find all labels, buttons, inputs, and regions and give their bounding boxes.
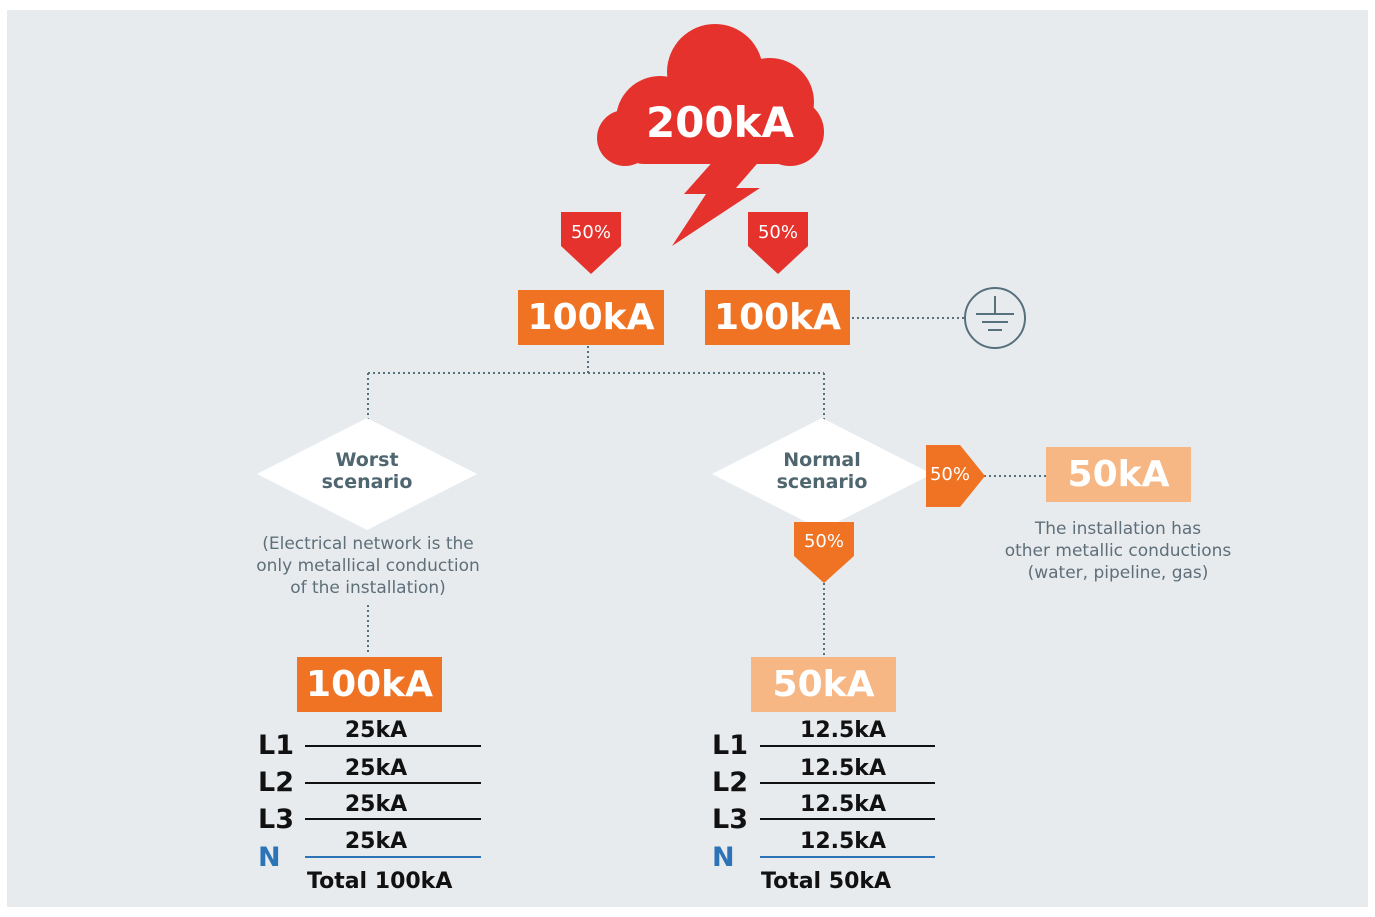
normal-phase-line (760, 818, 935, 820)
split-left-value: 100kA (518, 290, 664, 345)
normal-phase-label: L2 (712, 767, 748, 798)
normal-down-arrow (794, 522, 854, 583)
worst-title-line2: scenario (321, 471, 413, 493)
worst-scenario-note: (Electrical network is the only metallic… (218, 533, 518, 599)
worst-note-line2: only metallical conduction (256, 556, 480, 576)
normal-total-label: Total 50kA (761, 869, 892, 894)
worst-note-line1: (Electrical network is the (262, 534, 474, 554)
normal-side-value-box: 50kA (1046, 447, 1191, 502)
worst-phase-value: 25kA (344, 829, 408, 854)
normal-side-note: The installation has other metallic cond… (968, 518, 1268, 584)
normal-phase-value: 12.5kA (800, 792, 886, 817)
normal-scenario-title: Normal scenario (755, 449, 889, 493)
dotted-connectors (367, 317, 1046, 655)
normal-phase-value: 12.5kA (800, 718, 886, 743)
worst-scenario-diamond (257, 418, 477, 530)
normal-phase-line (760, 856, 935, 858)
normal-title-line1: Normal (783, 449, 861, 471)
worst-phase-value: 25kA (344, 756, 408, 781)
normal-total-box: 50kA (751, 657, 896, 712)
normal-title-line2: scenario (776, 471, 868, 493)
normal-phase-line (760, 782, 935, 784)
worst-title-line1: Worst (335, 449, 399, 471)
normal-phase-line (760, 745, 935, 747)
worst-total-label: Total 100kA (307, 869, 453, 894)
split-left-percent: 50% (570, 222, 611, 243)
worst-scenario-title: Worst scenario (300, 449, 434, 493)
split-arrow-left (561, 212, 621, 274)
normal-side-note-line2: other metallic conductions (1004, 541, 1232, 561)
normal-phase-value: 12.5kA (800, 756, 886, 781)
worst-note-line3: of the installation) (290, 578, 446, 598)
lightning-cloud-icon (597, 24, 824, 246)
worst-phase-value: 25kA (344, 792, 408, 817)
worst-total-box: 100kA (297, 657, 442, 712)
normal-side-note-line1: The installation has (1034, 519, 1202, 539)
worst-phase-line (305, 745, 481, 747)
normal-phase-label: L1 (712, 730, 748, 761)
worst-phase-line (305, 818, 481, 820)
normal-scenario-diamond (712, 418, 932, 530)
normal-down-percent: 50% (803, 531, 844, 552)
normal-side-percent: 50% (929, 464, 970, 485)
worst-phase-label: N (258, 842, 281, 873)
split-right-value: 100kA (705, 290, 850, 345)
normal-side-arrow (926, 445, 985, 507)
lightning-current-label: 200kA (645, 98, 795, 147)
normal-phase-value: 12.5kA (800, 829, 886, 854)
ground-symbol-icon (964, 287, 1026, 349)
normal-phase-label: N (712, 842, 735, 873)
worst-phase-label: L1 (258, 730, 294, 761)
worst-phase-label: L3 (258, 804, 294, 835)
worst-phase-line (305, 782, 481, 784)
normal-side-note-line3: (water, pipeline, gas) (1027, 563, 1209, 583)
worst-phase-line (305, 856, 481, 858)
worst-phase-value: 25kA (344, 718, 408, 743)
split-right-percent: 50% (757, 222, 798, 243)
split-arrow-right (748, 212, 808, 274)
normal-phase-label: L3 (712, 804, 748, 835)
worst-phase-label: L2 (258, 767, 294, 798)
